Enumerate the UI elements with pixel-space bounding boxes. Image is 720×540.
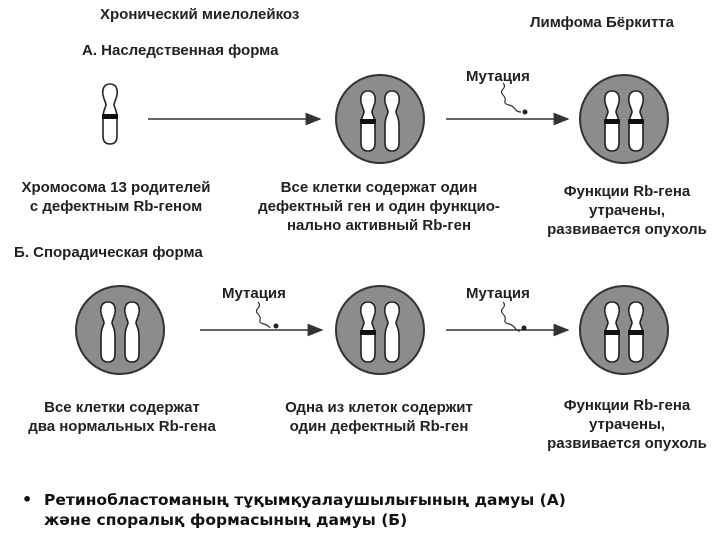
mutation-dot-b1 bbox=[273, 323, 279, 329]
title-cml: Хронический миелолейкоз bbox=[100, 6, 300, 23]
defect-band bbox=[604, 330, 620, 335]
footer-text: Ретинобластоманың тұқымқуалаушылығының д… bbox=[44, 490, 566, 530]
mutation-label-b2: Мутация bbox=[466, 285, 530, 302]
caption-a3-line-1: Функции Rb-гена bbox=[563, 183, 691, 200]
footer-line-1: Ретинобластоманың тұқымқуалаушылығының д… bbox=[44, 491, 566, 509]
caption-a1-line-2: с дефектным Rb-геном bbox=[29, 198, 203, 215]
caption-b1-line-1: Все клетки содержат bbox=[44, 399, 200, 416]
defect-band bbox=[102, 114, 118, 119]
mutation-squiggle-a bbox=[500, 82, 522, 113]
cell-a2 bbox=[335, 74, 425, 164]
caption-a3-line-3: развивается опухоль bbox=[547, 221, 707, 238]
caption-b3-line-1: Функции Rb-гена bbox=[563, 397, 691, 414]
parent-chromosome bbox=[101, 83, 119, 145]
caption-b1: Все клетки содержат два нормальных Rb-ге… bbox=[8, 398, 236, 436]
caption-a2: Все клетки содержат один дефектный ген и… bbox=[244, 178, 514, 235]
caption-a2-line-2: дефектный ген и один функцио- bbox=[258, 198, 500, 215]
defect-band bbox=[360, 330, 376, 335]
mutation-squiggle-b1 bbox=[255, 301, 271, 329]
caption-b3: Функции Rb-гена утрачены, развивается оп… bbox=[534, 396, 720, 453]
caption-b1-line-2: два нормальных Rb-гена bbox=[28, 418, 216, 435]
defect-band bbox=[360, 119, 376, 124]
cell-a3 bbox=[579, 74, 669, 164]
caption-b2-line-2: один дефектный Rb-ген bbox=[289, 418, 469, 435]
defect-band bbox=[628, 119, 644, 124]
bullet-marker: • bbox=[22, 490, 33, 509]
defect-band bbox=[604, 119, 620, 124]
caption-a1: Хромосома 13 родителей с дефектным Rb-ге… bbox=[4, 178, 228, 216]
caption-b3-line-2: утрачены, bbox=[588, 416, 666, 433]
caption-b2: Одна из клеток содержит один дефектный R… bbox=[254, 398, 504, 436]
section-a-title: А. Наследственная форма bbox=[82, 42, 279, 59]
footer-line-2: және споралық формасының дамуы (Б) bbox=[44, 511, 408, 529]
cell-b2 bbox=[335, 285, 425, 375]
caption-b3-line-3: развивается опухоль bbox=[547, 435, 707, 452]
title-burkitt: Лимфома Бёркитта bbox=[530, 14, 674, 31]
caption-a2-line-1: Все клетки содержат один bbox=[280, 179, 478, 196]
caption-a3-line-2: утрачены, bbox=[588, 202, 666, 219]
cell-b3 bbox=[579, 285, 669, 375]
defect-band bbox=[628, 330, 644, 335]
mutation-dot-b2 bbox=[521, 325, 527, 331]
mutation-squiggle-b2 bbox=[500, 301, 521, 332]
caption-a2-line-3: нально активный Rb-ген bbox=[286, 217, 472, 234]
cell-b1 bbox=[75, 285, 165, 375]
section-b-title: Б. Спорадическая форма bbox=[14, 244, 203, 261]
caption-a1-line-1: Хромосома 13 родителей bbox=[21, 179, 211, 196]
mutation-label-a: Мутация bbox=[466, 68, 530, 85]
caption-b2-line-1: Одна из клеток содержит bbox=[285, 399, 473, 416]
mutation-dot-a bbox=[522, 109, 528, 115]
caption-a3: Функции Rb-гена утрачены, развивается оп… bbox=[534, 182, 720, 239]
mutation-label-b1: Мутация bbox=[222, 285, 286, 302]
